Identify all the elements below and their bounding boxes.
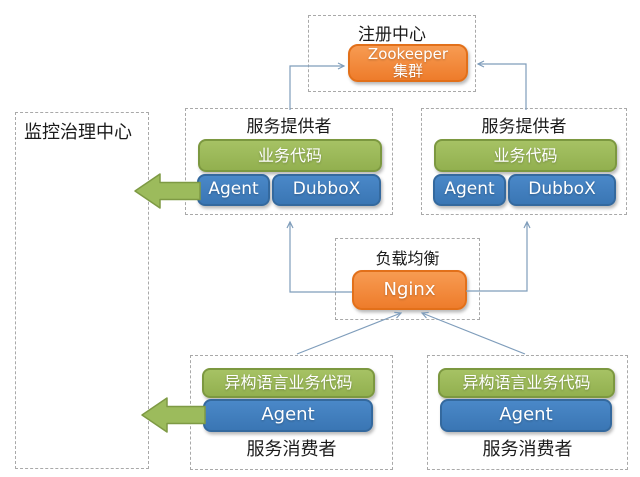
zookeeper-node: Zookeeper 集群 (348, 44, 468, 82)
provider-left-group-box: 服务提供者 (185, 108, 393, 215)
provider-left-agent: Agent (197, 174, 270, 206)
provider-right-dubbox-label: DubboX (528, 179, 596, 200)
load-balancer-title: 负载均衡 (375, 249, 440, 268)
monitoring-group-box: 监控治理中心 (15, 112, 149, 469)
nginx-node: Nginx (352, 270, 467, 310)
provider-right-business-code: 业务代码 (434, 139, 617, 172)
consumer-right-agent: Agent (440, 399, 612, 432)
provider-left-business-code-label: 业务代码 (257, 145, 322, 165)
consumer-left-agent-label: Agent (261, 404, 315, 426)
consumer-left-business-code-label: 异构语言业务代码 (224, 373, 353, 393)
registry-title: 注册中心 (358, 25, 426, 45)
provider-right-agent-label: Agent (444, 179, 495, 200)
provider-left-title: 服务提供者 (246, 117, 332, 137)
consumer-right-group-box: 服务消费者 (427, 355, 628, 470)
nginx-node-label: Nginx (383, 278, 436, 300)
consumer-right-agent-label: Agent (499, 404, 553, 426)
provider-right-agent: Agent (433, 174, 506, 206)
zookeeper-node-line1: Zookeeper (367, 45, 449, 64)
registry-group-box: 注册中心 (308, 15, 476, 92)
provider-right-title: 服务提供者 (481, 117, 567, 137)
zookeeper-node-line2: 集群 (392, 62, 423, 80)
provider-left-dubbox-label: DubboX (292, 179, 361, 200)
consumer-right-title: 服务消费者 (482, 439, 573, 460)
consumer-left-agent: Agent (203, 399, 373, 432)
connector-provider-right-to-registry (476, 60, 527, 110)
provider-left-business-code: 业务代码 (198, 139, 382, 172)
provider-left-agent-label: Agent (208, 179, 259, 200)
provider-right-dubbox: DubboX (508, 174, 616, 206)
provider-left-dubbox: DubboX (272, 174, 381, 206)
consumer-right-business-code: 异构语言业务代码 (438, 368, 615, 398)
consumer-left-business-code: 异构语言业务代码 (202, 368, 375, 398)
provider-right-business-code-label: 业务代码 (493, 145, 558, 165)
consumer-right-business-code-label: 异构语言业务代码 (462, 373, 591, 393)
monitoring-title: 监控治理中心 (24, 122, 132, 143)
consumer-left-title: 服务消费者 (246, 439, 337, 460)
